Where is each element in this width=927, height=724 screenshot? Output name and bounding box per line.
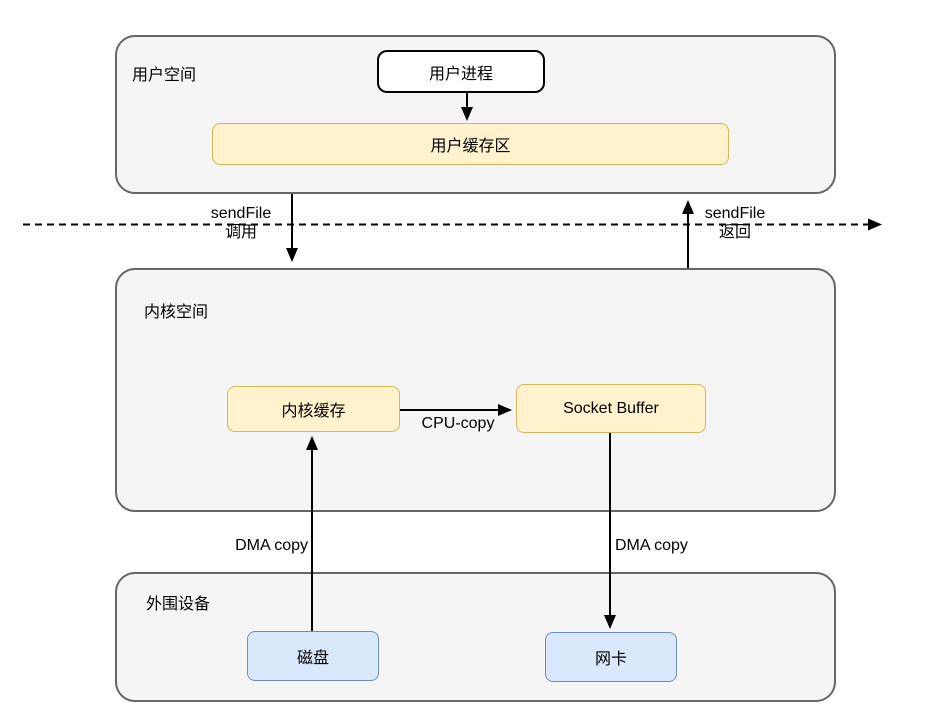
cpu-copy-label: CPU-copy	[421, 415, 495, 432]
node-socket-buffer: Socket Buffer	[516, 384, 706, 433]
node-disk: 磁盘	[247, 631, 379, 681]
dma-copy-left-label: DMA copy	[235, 537, 308, 554]
sendfile-return-label: sendFile 返回	[690, 204, 780, 242]
sendfile-return-label-line2: 返回	[718, 224, 751, 241]
node-user-buffer: 用户缓存区	[212, 123, 729, 165]
user-space-label: 用户空间	[132, 67, 197, 84]
node-user-buffer-label: 用户缓存区	[430, 138, 511, 155]
sendfile-call-label-line2: 调用	[224, 224, 257, 241]
node-kernel-buffer: 内核缓存	[227, 386, 400, 432]
sendfile-call-label-line1: sendFile	[210, 205, 272, 222]
node-nic-label: 网卡	[594, 651, 627, 668]
node-user-process: 用户进程	[377, 50, 545, 93]
node-socket-buffer-label: Socket Buffer	[563, 399, 659, 417]
dma-copy-right-label: DMA copy	[615, 537, 688, 554]
node-user-process-label: 用户进程	[428, 65, 493, 83]
container-peripheral-devices	[115, 572, 836, 702]
node-disk-label: 磁盘	[296, 650, 329, 667]
node-nic: 网卡	[545, 632, 677, 682]
sendfile-return-label-line1: sendFile	[704, 205, 766, 222]
sendfile-call-label: sendFile 调用	[196, 204, 286, 242]
peripheral-devices-label: 外围设备	[146, 596, 211, 613]
kernel-space-label: 内核空间	[144, 304, 209, 321]
node-kernel-buffer-label: 内核缓存	[281, 403, 346, 420]
